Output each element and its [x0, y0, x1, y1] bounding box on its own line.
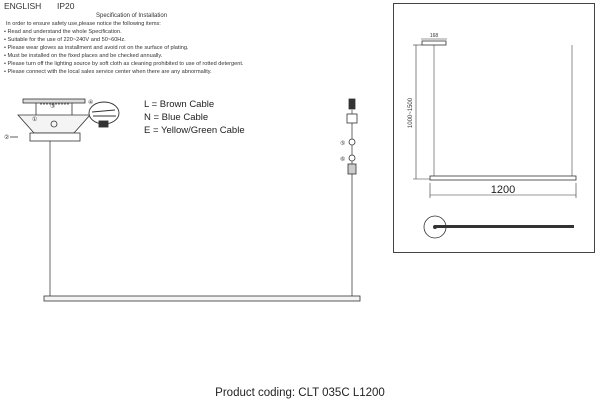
luminaire-bar-drawing [43, 295, 361, 302]
dimension-drawing-frame [393, 3, 595, 253]
wiring-detail-icon [88, 101, 120, 128]
dimension-drawing: 168 1000~1500 1200 [408, 33, 577, 239]
luminaire-top-view [435, 225, 574, 228]
length-label: 1200 [491, 184, 515, 196]
step-6-label: ⑥ [340, 156, 345, 163]
specification-intro: In order to ensure safety use,please not… [6, 21, 161, 27]
step-4-label: ④ [88, 99, 93, 106]
step-1-label: ① [32, 116, 37, 123]
specification-item: • Must be installed on the fixed places … [4, 53, 163, 59]
cable-gripper-drawing [346, 98, 358, 175]
specification-item: • Please wear gloves as installment and … [4, 45, 189, 51]
specification-item: • Suitable for the use of 220~240V and 5… [4, 37, 126, 43]
specification-item: • Read and understand the whole Specific… [4, 29, 122, 35]
canopy-drawing [421, 40, 447, 46]
specification-list: In order to ensure safety use,please not… [4, 20, 243, 76]
canopy-width-label: 168 [430, 33, 439, 39]
wiring-legend: L = Brown Cable N = Blue Cable E = Yello… [144, 98, 245, 137]
step-3-label: ③ [50, 103, 55, 110]
legend-neutral: N = Blue Cable [144, 112, 209, 123]
specification-title: Specification of Installation [96, 13, 168, 19]
language-label: ENGLISH [4, 1, 42, 11]
luminaire-front-view [429, 175, 577, 181]
specification-item: • Please connect with the local sales se… [4, 69, 212, 75]
specification-item: • Please turn off the lighting source by… [4, 61, 244, 67]
step-2-label: ② [4, 134, 9, 141]
legend-live: L = Brown Cable [144, 99, 215, 110]
ceiling-canopy-drawing [17, 98, 91, 142]
legend-earth: E = Yellow/Green Cable [144, 125, 245, 136]
ip-rating-label: IP20 [57, 1, 75, 11]
step-5-label: ⑤ [340, 140, 345, 147]
product-coding: Product coding: CLT 035C L1200 [215, 387, 385, 399]
drop-height-label: 1000~1500 [408, 97, 414, 128]
